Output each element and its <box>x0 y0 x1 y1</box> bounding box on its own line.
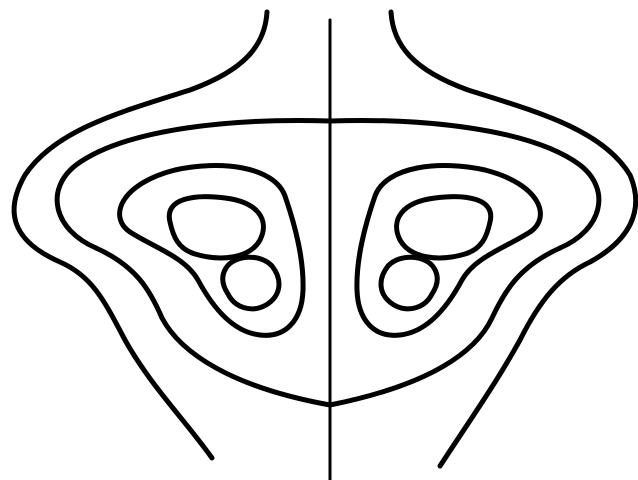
right-middle-contour <box>357 166 540 336</box>
left-middle-contour <box>120 166 303 336</box>
left-upper-loop <box>169 197 263 258</box>
right-lower-loop <box>381 257 437 309</box>
left-lower-loop <box>223 257 279 309</box>
outer-left-boundary <box>14 12 267 458</box>
right-upper-loop <box>397 197 491 258</box>
